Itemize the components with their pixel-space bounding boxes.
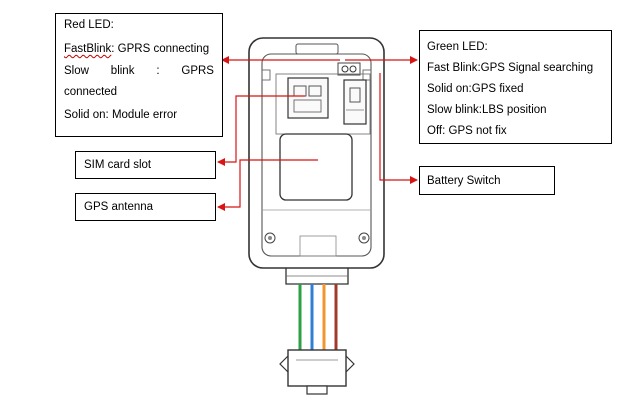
green-led-solid-on: Solid on:GPS fixed — [427, 83, 524, 95]
red-led-slow-word: Slow — [64, 65, 89, 77]
red-led-fastblink-rest: : GPRS connecting — [111, 43, 210, 55]
green-led-callout: Green LED: Fast Blink:GPS Signal searchi… — [419, 30, 612, 144]
pointer-lines — [218, 59, 417, 208]
green-led-arrowhead — [410, 56, 418, 64]
gps-arrowhead — [217, 203, 225, 211]
wire-connector — [287, 349, 347, 387]
gps-antenna-label: GPS antenna — [84, 201, 154, 213]
red-led-slow-blink: Slow blink : GPRS — [64, 65, 214, 77]
red-led-gprs-word: GPRS — [181, 65, 214, 77]
sim-pointer — [218, 95, 305, 163]
battery-switch-label: Battery Switch — [427, 175, 501, 187]
gps-antenna-callout: GPS antenna — [75, 193, 216, 221]
red-led-colon: : — [156, 65, 160, 77]
battery-arrowhead — [410, 176, 418, 184]
green-led-slow-blink: Slow blink:LBS position — [427, 104, 547, 116]
sim-card-label: SIM card slot — [84, 159, 152, 171]
red-led-arrowhead — [221, 56, 229, 64]
red-led-title: Red LED: — [64, 19, 114, 31]
gps-pointer — [218, 159, 318, 208]
red-led-connected: connected — [64, 86, 118, 98]
red-led — [341, 65, 349, 73]
green-led-off: Off: GPS not fix — [427, 125, 507, 137]
red-led-blink-word: blink — [110, 65, 135, 77]
green-led — [349, 65, 357, 73]
led-window — [337, 62, 361, 76]
screw-left — [264, 232, 276, 244]
sim-card-callout: SIM card slot — [75, 151, 216, 179]
green-led-title: Green LED: — [427, 41, 488, 53]
green-led-fast-blink: Fast Blink:GPS Signal searching — [427, 62, 594, 74]
sim-arrowhead — [217, 158, 225, 166]
red-led-fast-blink: FastBlink: GPRS connecting — [64, 43, 209, 55]
red-led-solid-on: Solid on: Module error — [64, 109, 178, 121]
battery-pointer — [379, 73, 417, 181]
screw-right — [358, 232, 370, 244]
gps-antenna — [279, 133, 353, 201]
red-led-callout: Red LED: FastBlink: GPRS connecting Slow… — [55, 13, 223, 137]
battery-switch-callout: Battery Switch — [419, 166, 555, 195]
pointer-arrowheads — [217, 56, 418, 211]
red-led-fastblink-word: FastBlink — [64, 43, 112, 55]
